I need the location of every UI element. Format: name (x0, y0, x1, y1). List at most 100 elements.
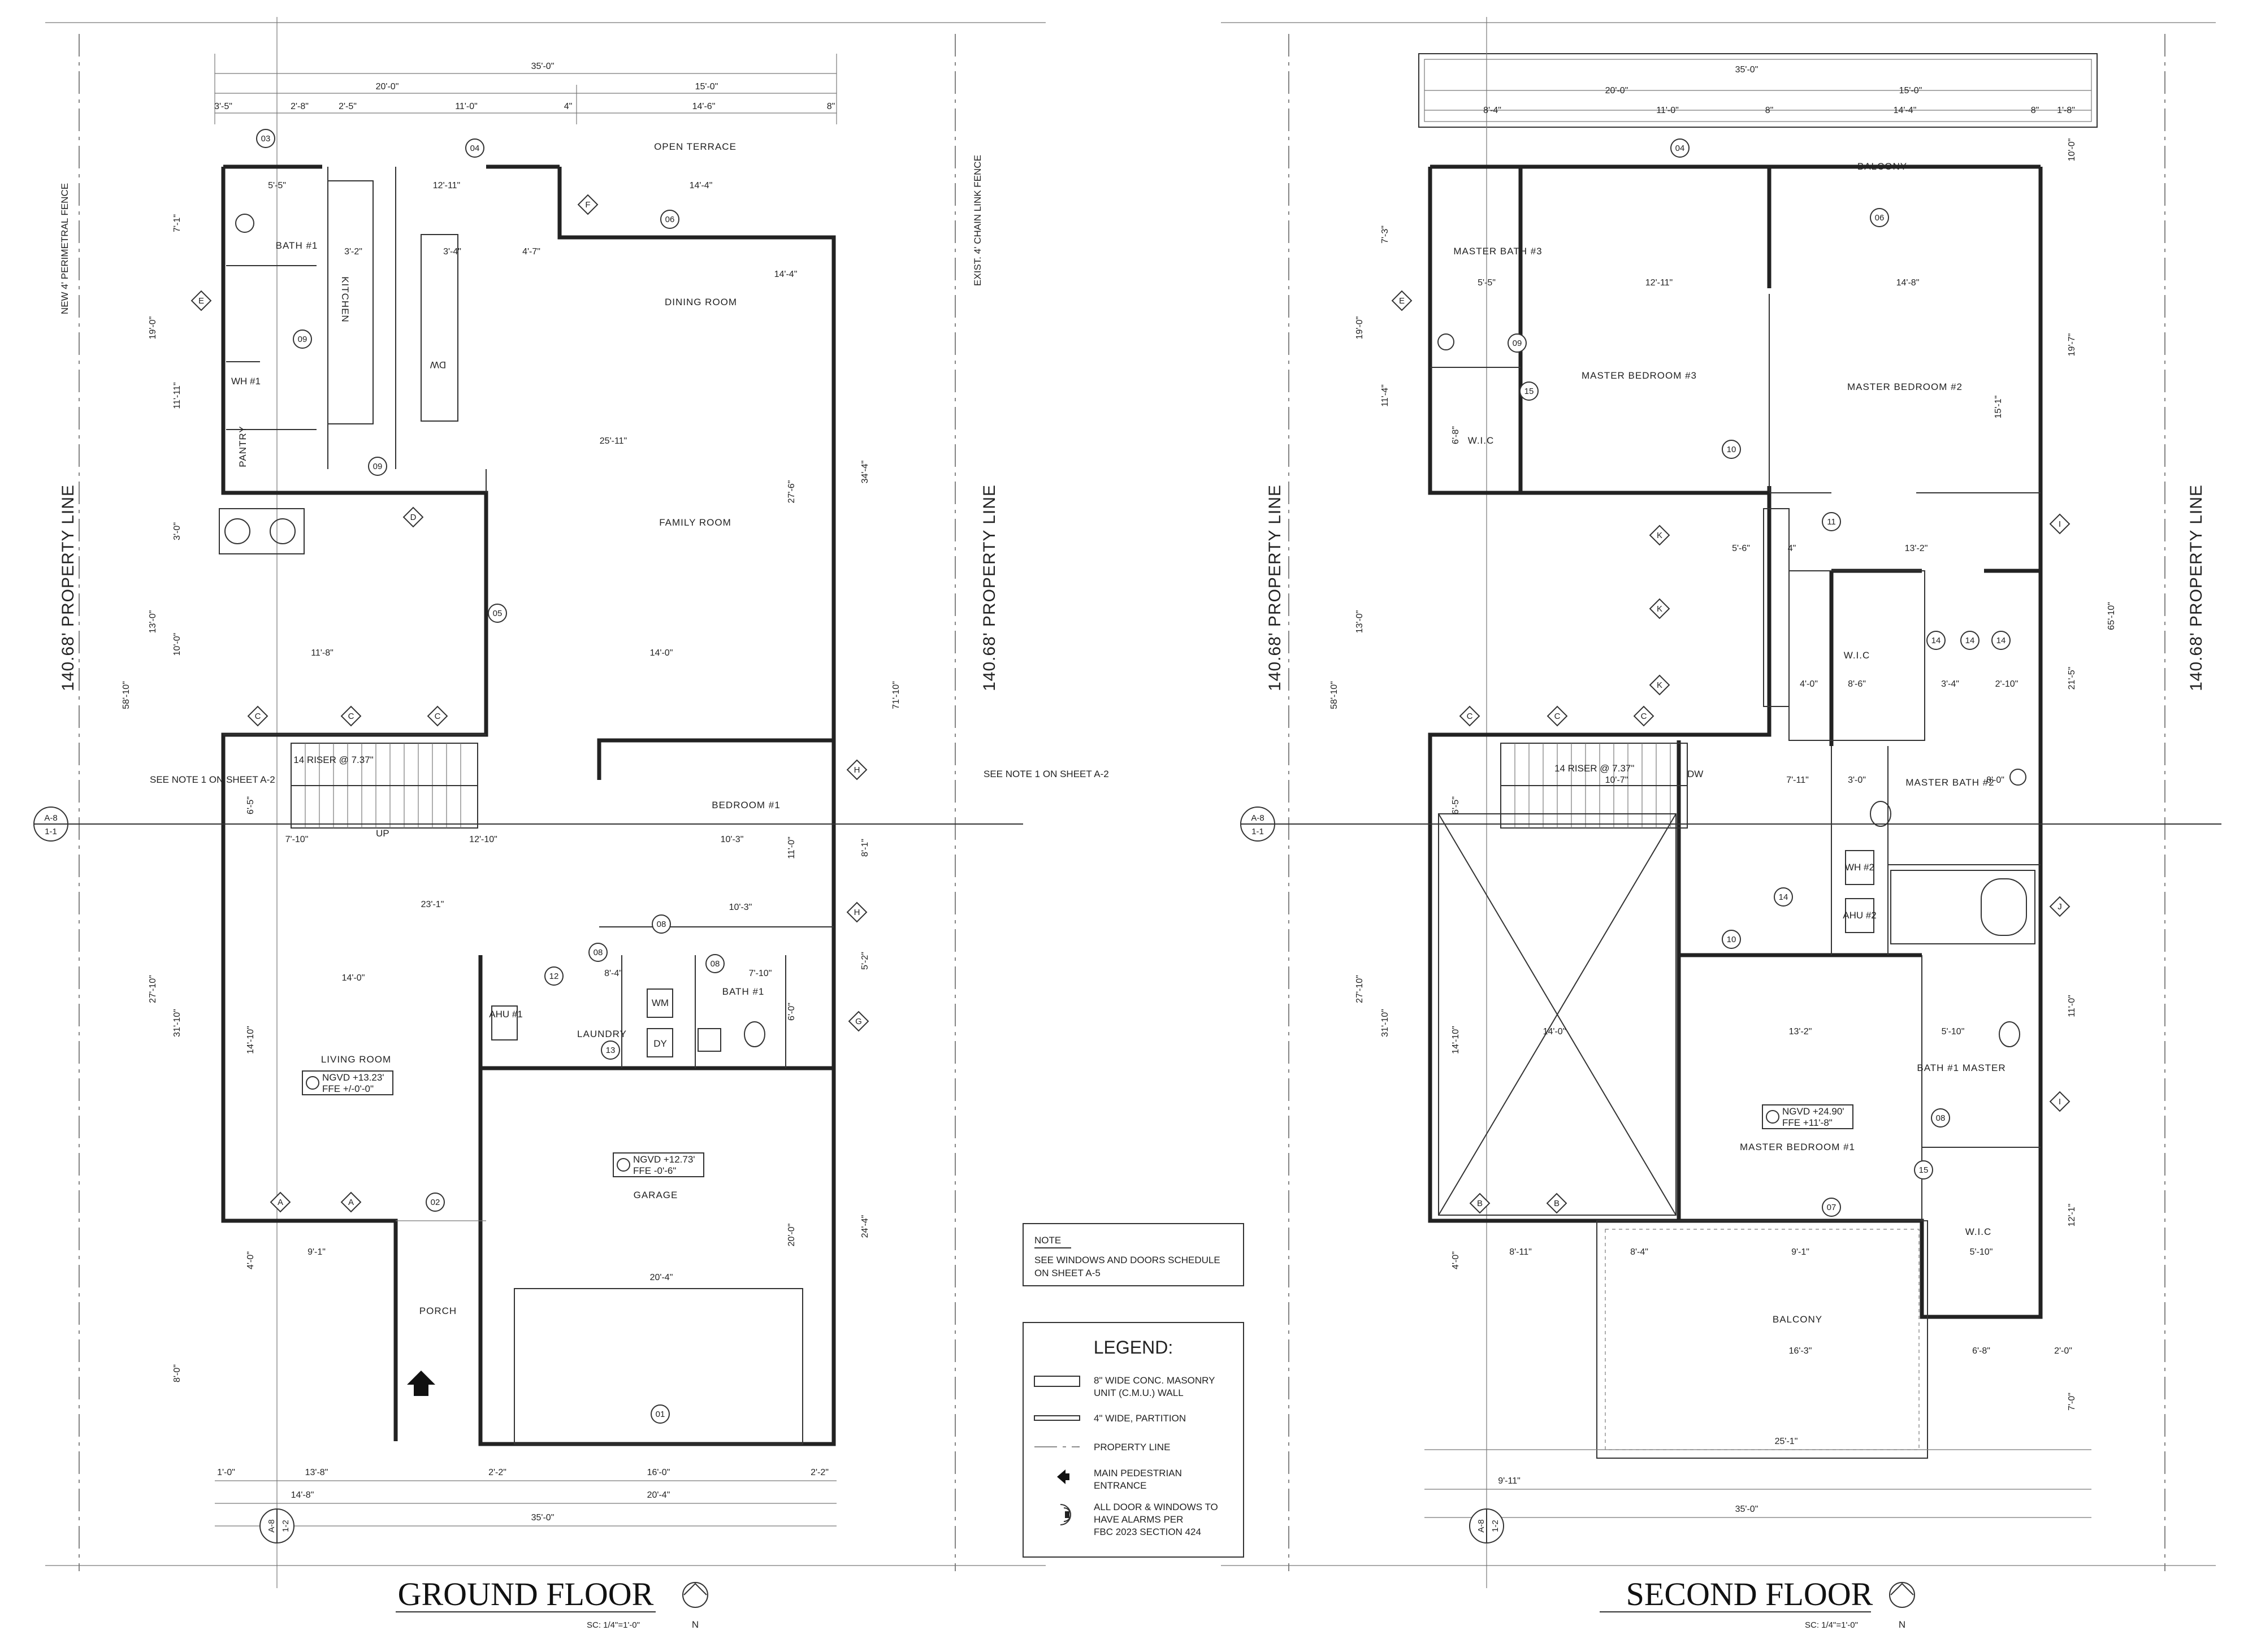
svg-text:08: 08 (594, 948, 603, 957)
ground-floor-scale: SC: 1/4"=1'-0" (587, 1620, 640, 1630)
svg-text:8'-1": 8'-1" (860, 839, 870, 857)
svg-text:35'-0": 35'-0" (1735, 65, 1758, 75)
svg-text:07: 07 (1827, 1203, 1836, 1212)
open-to-below (1438, 813, 1677, 1216)
svg-text:2'-8": 2'-8" (291, 102, 309, 111)
svg-text:1'-8": 1'-8" (2057, 106, 2075, 115)
room-laundry: LAUNDRY (577, 1029, 627, 1039)
ground-floor-title: GROUND FLOOR (398, 1576, 654, 1612)
svg-text:HAVE ALARMS PER: HAVE ALARMS PER (1094, 1514, 1183, 1525)
svg-text:1-2: 1-2 (1491, 1520, 1500, 1532)
door-tag: 10 (1722, 440, 1741, 459)
svg-text:71'-10": 71'-10" (891, 681, 901, 709)
svg-text:PROPERTY LINE: PROPERTY LINE (1094, 1442, 1170, 1452)
svg-text:8": 8" (2031, 106, 2039, 115)
door-tag: 15 (1914, 1160, 1933, 1180)
svg-text:12'-11": 12'-11" (433, 181, 460, 190)
svg-text:11'-11": 11'-11" (172, 382, 182, 409)
svg-text:31'-10": 31'-10" (1380, 1009, 1390, 1037)
svg-text:15: 15 (1919, 1165, 1929, 1175)
svg-text:09: 09 (1513, 339, 1522, 348)
svg-text:8": 8" (827, 102, 835, 111)
svg-text:14'-6": 14'-6" (692, 102, 716, 111)
svg-text:31'-10": 31'-10" (172, 1009, 182, 1037)
svg-text:24'-4": 24'-4" (860, 1215, 870, 1238)
see-note-right: SEE NOTE 1 ON SHEET A-2 (984, 769, 1109, 779)
svg-text:6'-8": 6'-8" (1451, 426, 1461, 444)
second-door-tags: 04 06 09 15 10 11 14 14 14 14 10 08 15 0… (1508, 138, 2011, 1217)
svg-text:4" WIDE, PARTITION: 4" WIDE, PARTITION (1094, 1413, 1186, 1424)
svg-text:8'-4": 8'-4" (1630, 1247, 1648, 1257)
svg-text:10'-0": 10'-0" (172, 633, 182, 656)
svg-text:3'-4": 3'-4" (443, 247, 461, 257)
svg-text:10'-3": 10'-3" (729, 903, 752, 912)
svg-text:04: 04 (470, 144, 480, 153)
door-tag: 10 (1722, 930, 1741, 949)
svg-text:27'-10": 27'-10" (1355, 975, 1365, 1003)
svg-text:2'-0": 2'-0" (2054, 1346, 2072, 1356)
svg-text:14: 14 (1996, 636, 2006, 645)
stair-riser-label: 14 RISER @ 7.37" (1554, 763, 1634, 774)
door-tag: 06 (660, 210, 679, 229)
room-kitchen: KITCHEN (340, 276, 350, 323)
svg-text:E: E (198, 296, 204, 306)
svg-text:23'-1": 23'-1" (421, 900, 444, 909)
svg-text:12'-10": 12'-10" (469, 835, 497, 844)
svg-text:10'-7": 10'-7" (1605, 775, 1628, 785)
svg-text:ENTRANCE: ENTRANCE (1094, 1480, 1147, 1491)
svg-text:9'-11": 9'-11" (1498, 1476, 1521, 1486)
svg-text:C: C (348, 712, 354, 721)
svg-text:21'-5": 21'-5" (2067, 667, 2077, 690)
svg-text:ALL DOOR & WINDOWS TO: ALL DOOR & WINDOWS TO (1094, 1502, 1218, 1512)
ground-dimensions: 35'-0" 20'-0" 15'-0" 3'-5" 2'-8" 2'-5" 1… (122, 62, 901, 1527)
svg-text:11'-0": 11'-0" (1656, 106, 1679, 115)
chain-link-fence-label: EXIST. 4' CHAIN LINK FENCE (972, 155, 983, 286)
svg-text:14'-4": 14'-4" (774, 270, 798, 279)
svg-text:13'-0": 13'-0" (1355, 610, 1365, 634)
room-pantry: PANTRY (237, 426, 248, 467)
main-entrance-arrow (407, 1371, 435, 1396)
room-dining: DINING ROOM (665, 297, 737, 307)
svg-text:6'-0": 6'-0" (787, 1003, 796, 1021)
svg-text:8" WIDE CONC. MASONRY: 8" WIDE CONC. MASONRY (1094, 1375, 1215, 1386)
room-living: LIVING ROOM (321, 1054, 391, 1065)
door-tag: 04 (1670, 138, 1690, 158)
door-tag: 13 (601, 1040, 620, 1060)
svg-text:10: 10 (1727, 445, 1736, 454)
svg-text:11'-8": 11'-8" (311, 648, 333, 658)
svg-text:13'-2": 13'-2" (1905, 544, 1928, 553)
svg-text:20'-0": 20'-0" (376, 82, 399, 92)
room-porch: PORCH (419, 1306, 457, 1316)
svg-text:4'-0": 4'-0" (246, 1251, 255, 1269)
svg-text:2'-2": 2'-2" (488, 1468, 506, 1477)
svg-text:H: H (854, 908, 860, 917)
svg-text:FFE -0'-6": FFE -0'-6" (633, 1165, 676, 1176)
svg-text:8": 8" (1765, 106, 1774, 115)
svg-text:14'-10": 14'-10" (246, 1026, 255, 1054)
dumbwaiter-label: DW (1687, 769, 1703, 779)
svg-text:25'-1": 25'-1" (1775, 1437, 1798, 1446)
svg-text:I: I (2059, 519, 2061, 529)
window-tag: B (1469, 1193, 1491, 1214)
svg-text:7'-3": 7'-3" (1380, 226, 1390, 244)
svg-text:01: 01 (656, 1410, 665, 1419)
svg-text:7'-11": 7'-11" (1786, 775, 1809, 785)
svg-text:14'-8": 14'-8" (1896, 278, 1920, 288)
window-tag: D (402, 506, 424, 528)
svg-text:4'-0": 4'-0" (1451, 1251, 1461, 1269)
svg-text:K: K (1657, 604, 1662, 614)
svg-text:19'-7": 19'-7" (2067, 333, 2077, 357)
legend-heading: LEGEND: (1094, 1337, 1173, 1358)
door-tag: 02 (426, 1193, 445, 1212)
svg-text:09: 09 (373, 462, 383, 471)
svg-text:N: N (692, 1619, 699, 1630)
svg-text:NGVD +12.73': NGVD +12.73' (633, 1154, 695, 1165)
door-tag: 11 (1822, 512, 1841, 531)
svg-text:D: D (410, 513, 417, 522)
svg-text:7'-0": 7'-0" (2067, 1393, 2077, 1411)
svg-text:B: B (1554, 1199, 1560, 1208)
svg-text:5'-2": 5'-2" (860, 952, 870, 970)
svg-text:SEE WINDOWS AND DOORS SCHEDULE: SEE WINDOWS AND DOORS SCHEDULE (1034, 1255, 1220, 1265)
ground-stair (291, 743, 478, 829)
